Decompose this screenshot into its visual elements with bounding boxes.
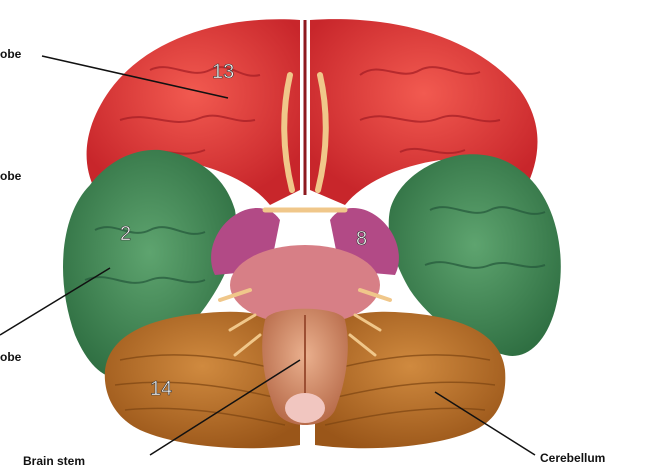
- midbrain-region: [211, 208, 399, 325]
- region-number-temporal: 2: [120, 223, 131, 245]
- region-number-midbrain: 8: [356, 228, 367, 250]
- cerebellum-label: Cerebellum: [540, 451, 605, 465]
- temporal-lobe-label: obe: [0, 169, 22, 183]
- frontal-lobe-label: obe: [0, 47, 22, 61]
- region-number-cerebellum: 14: [150, 378, 172, 400]
- brain-stem-label: Brain stem: [23, 454, 85, 468]
- brain-stem: [262, 309, 348, 425]
- occipital-lobe-label: obe: [0, 350, 22, 364]
- region-number-frontal: 13: [212, 61, 234, 83]
